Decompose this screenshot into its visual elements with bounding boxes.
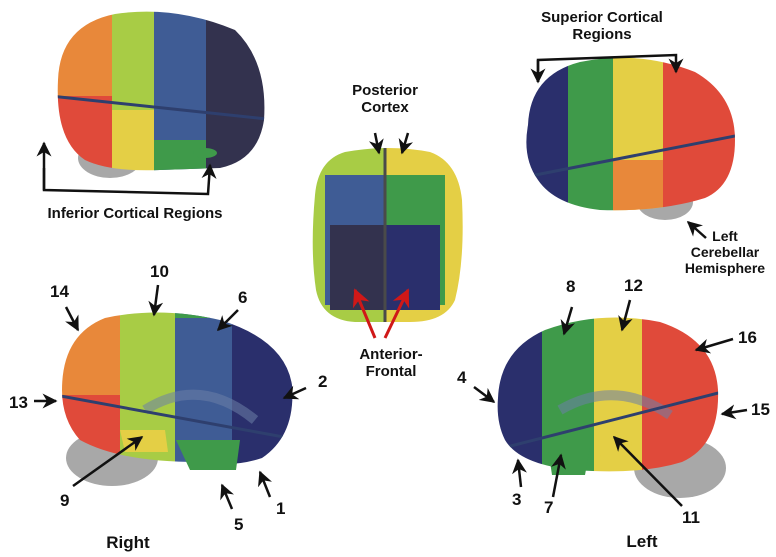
brain-bottom-right [490, 300, 732, 498]
brain-top-right [520, 50, 743, 220]
label-posterior-cortex: Posterior Cortex [345, 82, 425, 117]
region-number-16: 16 [738, 328, 757, 348]
region-number-11: 11 [682, 508, 700, 528]
region-number-6: 6 [238, 288, 247, 308]
region-number-2: 2 [318, 372, 327, 392]
region-number-4: 4 [457, 368, 466, 388]
region-number-3: 3 [512, 490, 521, 510]
region-number-1: 1 [276, 499, 285, 519]
brain-center [305, 140, 470, 330]
label-anterior-frontal: Anterior-Frontal [346, 346, 436, 381]
label-right-hemisphere: Right [98, 533, 158, 553]
label-inferior-cortical-regions: Inferior Cortical Regions [30, 205, 240, 222]
brain-top-left [50, 0, 276, 190]
region-number-14: 14 [50, 282, 69, 302]
region-number-7: 7 [544, 498, 553, 518]
region-number-8: 8 [566, 277, 575, 297]
region-number-10: 10 [150, 262, 169, 282]
brain-bottom-left [55, 300, 302, 486]
region-number-12: 12 [624, 276, 643, 296]
region-number-13: 13 [9, 393, 28, 413]
label-left-cerebellar-hemisphere: Left Cerebellar Hemisphere [676, 228, 774, 276]
region-number-15: 15 [751, 400, 770, 420]
region-number-5: 5 [234, 515, 243, 535]
label-left-hemisphere: Left [612, 532, 672, 552]
region-number-9: 9 [60, 491, 69, 511]
label-superior-cortical-regions: Superior Cortical Regions [528, 9, 676, 44]
